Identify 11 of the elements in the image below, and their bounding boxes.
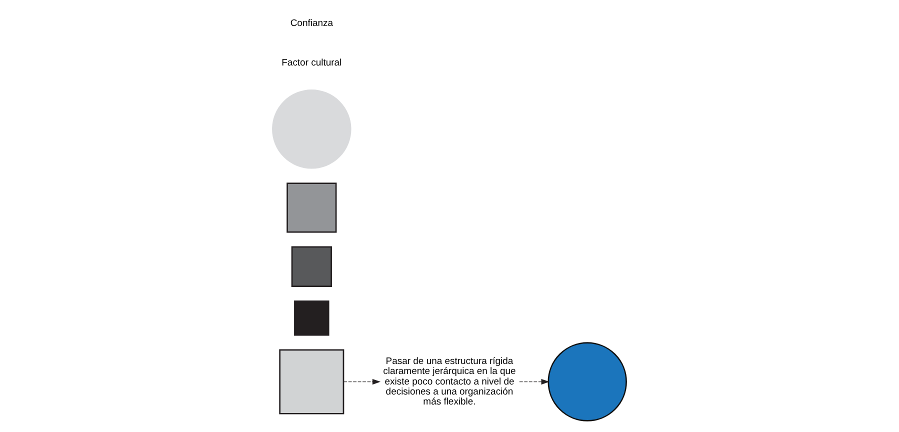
- label: Factor cultural: [282, 57, 342, 68]
- node-text: Pasar de una estructura rígida claramente jerárquica en la que existe poco contacto a nivel de decisiones a una organización más flexible.: [383, 356, 516, 408]
- node-box: [286, 182, 337, 233]
- node-box: [291, 246, 332, 287]
- arrow: [519, 378, 550, 385]
- arrow: [343, 378, 381, 385]
- node-box: [279, 349, 344, 414]
- node-box: [294, 300, 330, 336]
- node-circle: [272, 90, 352, 169]
- node-circle: [548, 342, 627, 422]
- label: Confianza: [290, 18, 333, 29]
